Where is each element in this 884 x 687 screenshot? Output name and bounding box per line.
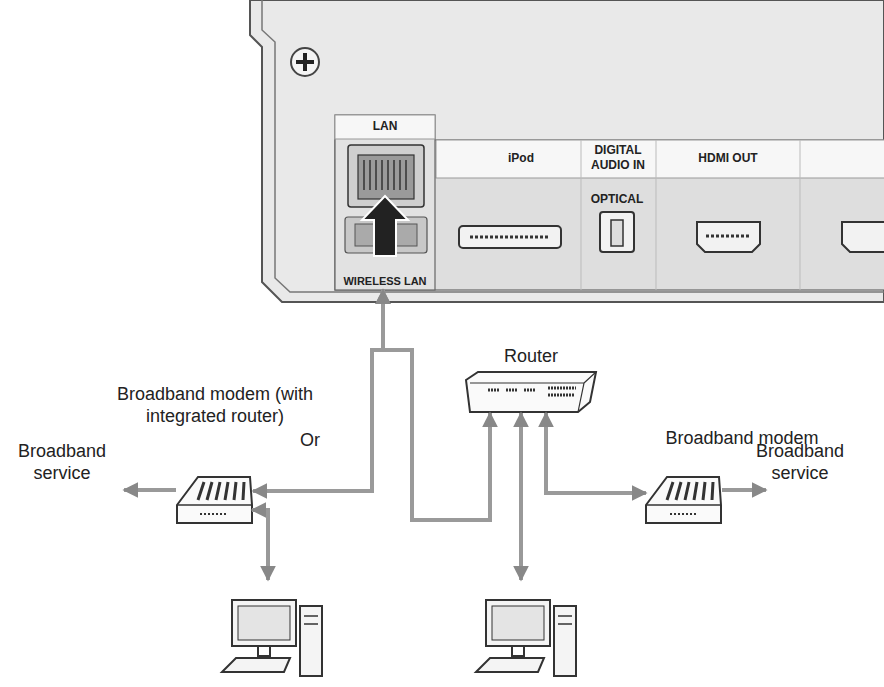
- screw: [291, 48, 319, 76]
- port-label: DIGITAL AUDIO IN: [582, 143, 654, 173]
- modem-base: [177, 504, 252, 506]
- hdmi-port: [697, 222, 760, 252]
- modem-with-router: [177, 477, 252, 523]
- pc-cable: [252, 510, 268, 580]
- port-label: LAN: [335, 119, 435, 133]
- hdmi-port-partial: [842, 222, 884, 252]
- router-icon: [466, 372, 596, 412]
- device-label: Broadband modem (with integrated router): [105, 383, 325, 427]
- computer: [222, 600, 322, 676]
- lan-pins: [364, 160, 406, 190]
- column-dividers: [581, 140, 800, 290]
- label-band: [436, 140, 884, 178]
- optical-shutter: [611, 220, 623, 246]
- service-label: Broadband service: [738, 440, 862, 484]
- network-cable: [383, 290, 490, 520]
- modem-leds: [200, 513, 226, 515]
- lan-panel: LAN WIRELESS LAN: [335, 115, 435, 290]
- lan-label-band: [335, 115, 435, 139]
- modem-base: [646, 504, 721, 506]
- port-label: HDMI OUT: [678, 151, 778, 166]
- router-ports: [488, 388, 576, 395]
- port-label: iPod: [471, 151, 571, 166]
- service-arrow: [124, 488, 176, 492]
- optical-port: [600, 212, 634, 252]
- modem: Broadband modem: [646, 477, 722, 524]
- hdmi-pins: [706, 235, 751, 238]
- port-sublabel: WIRELESS LAN: [335, 275, 435, 287]
- service-arrow: [722, 488, 766, 492]
- modem-vents: [667, 482, 713, 500]
- ipod-port: [459, 226, 561, 248]
- modem-router: Broadband modem (with integrated router): [177, 477, 253, 524]
- lan-socket: [358, 155, 414, 199]
- service-label: Broadband service: [0, 440, 124, 484]
- device-label: Router: [466, 345, 596, 367]
- router-face: [470, 372, 596, 412]
- lan-column: [335, 115, 435, 290]
- modem-vents: [198, 482, 244, 500]
- or-label: Or: [290, 429, 330, 451]
- ipod-pins: [470, 236, 550, 239]
- screw-slot: [296, 53, 314, 71]
- port-label: OPTICAL: [581, 192, 653, 207]
- modem-leds: [670, 513, 696, 515]
- network-cable: [546, 413, 646, 493]
- pc-cable: [519, 413, 523, 580]
- big-arrow: [362, 196, 408, 256]
- router: Router: [466, 372, 596, 413]
- modem: [646, 477, 721, 523]
- computer: [476, 600, 576, 676]
